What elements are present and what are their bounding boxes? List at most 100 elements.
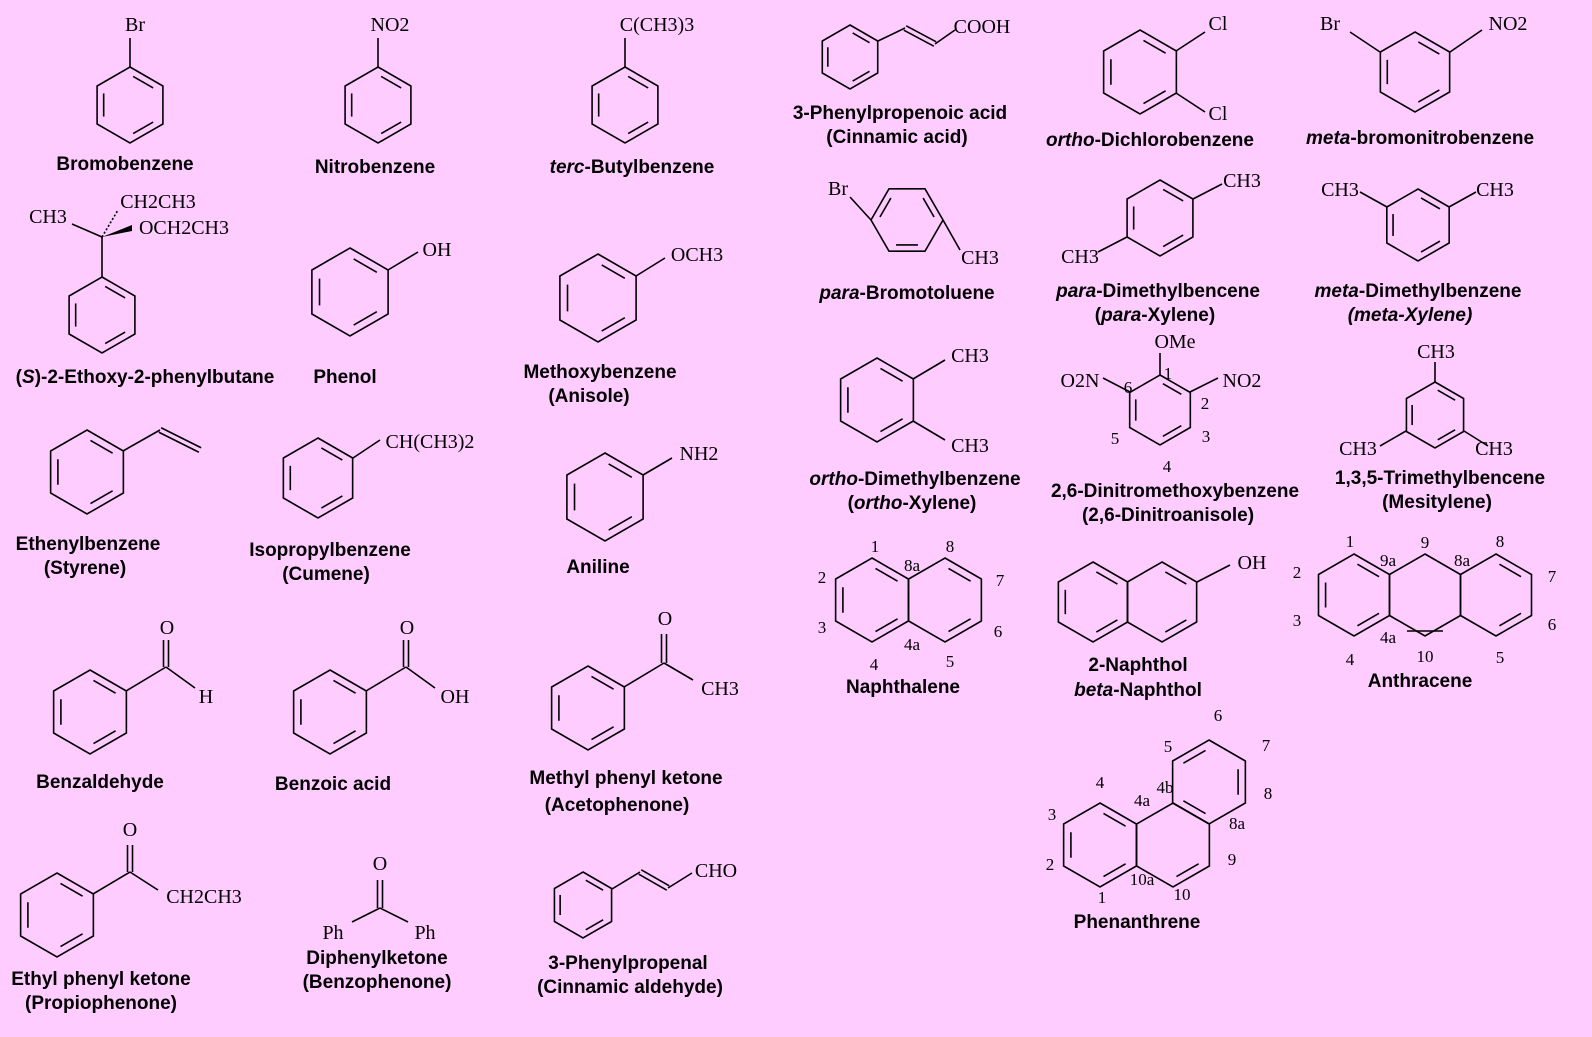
compound: Ethenylbenzene(Styrene) [16, 427, 202, 579]
double-bond-line [1162, 234, 1184, 248]
double-bond-line [1499, 612, 1522, 627]
substituent-label: OCH2CH3 [139, 217, 229, 239]
double-bond-line [601, 317, 626, 332]
locant-number: 5 [1496, 648, 1505, 667]
locant-number: 4 [1096, 773, 1105, 792]
double-bond-line [90, 490, 114, 505]
benzene-ring [292, 669, 368, 755]
single-bond [1359, 191, 1388, 208]
substituent-label: CH3 [951, 345, 989, 367]
compound-name: 3-Phenylpropenal [548, 953, 707, 974]
double-bond-line [1357, 612, 1380, 627]
single-bond [912, 359, 946, 380]
substituent-label: CH(CH3)2 [386, 431, 475, 453]
double-bond-line [1420, 240, 1441, 253]
benzene-ring [566, 452, 644, 542]
locant-number: 2 [1293, 563, 1302, 582]
single-bond [92, 871, 131, 895]
locant-number: 4b [1157, 778, 1174, 797]
double-bond-line [1182, 800, 1206, 815]
single-bond [405, 666, 436, 689]
locant-number: 4a [1134, 791, 1151, 810]
substituent-label: Br [125, 14, 145, 36]
compound-name: 2,6-Dinitromethoxybenzene [1051, 481, 1299, 502]
benzene-ring [1128, 374, 1192, 446]
substituent-label: O [658, 608, 672, 630]
double-bond-line [1420, 197, 1441, 210]
substituent-label: OH [423, 239, 452, 261]
locant-number: 10 [1417, 647, 1434, 666]
double-bond-line [132, 121, 154, 135]
single-bond [1175, 31, 1206, 52]
substituent-label: NO2 [1223, 370, 1262, 392]
benzene-ring [839, 357, 915, 443]
double-bond-line [948, 567, 972, 582]
single-bond [623, 662, 665, 688]
substituent-label: Br [828, 178, 848, 200]
double-bond-line [132, 75, 154, 89]
locant-number: 8a [1229, 814, 1246, 833]
double-bond-line [627, 121, 649, 135]
substituent-label: OH [441, 686, 470, 708]
double-bond-line [1162, 188, 1184, 202]
locant-number: 2 [818, 568, 827, 587]
compound-name: (Cumene) [282, 564, 370, 585]
compound-name: 3-Phenylpropenoic acid [793, 103, 1007, 124]
locant-number: 3 [1293, 611, 1302, 630]
locant-number: 7 [1548, 567, 1557, 586]
double-bond-line [1095, 571, 1118, 585]
benzene-ring [907, 557, 983, 643]
compound-name: Bromobenzene [56, 154, 193, 175]
single-bond [663, 662, 694, 681]
single-bond [1189, 377, 1219, 393]
substituent-label: NH2 [680, 443, 719, 465]
benzene-ring [52, 669, 128, 755]
double-bond [905, 25, 937, 43]
double-bond-line [60, 933, 84, 948]
double-bond-line [1095, 619, 1118, 633]
single-bond [849, 196, 872, 221]
substituent-label: CH3 [29, 206, 67, 228]
locant-number: 2 [1046, 855, 1055, 874]
double-bond [158, 431, 200, 453]
single-bond [942, 219, 961, 251]
substituent-label: O2N [1061, 370, 1100, 392]
locant-number: 4a [904, 635, 921, 654]
substituent-label: Cl [1209, 103, 1228, 125]
compound: CH3CH2CH3OCH2CH3(S)-2-Ethoxy-2-phenylbut… [16, 191, 275, 388]
locant-number: 3 [1048, 805, 1057, 824]
double-bond [160, 427, 202, 449]
benzene-ring [19, 872, 95, 958]
compound-name: (Benzophenone) [303, 972, 452, 993]
benzene-ring [1317, 553, 1391, 637]
compound-name: (Cinnamic acid) [826, 127, 967, 148]
double-bond [638, 873, 668, 891]
double-bond-line [1437, 389, 1456, 401]
locant-number: 8a [904, 556, 921, 575]
double-bond-line [333, 730, 357, 745]
benzene-ring [96, 66, 164, 144]
single-bond [642, 457, 673, 476]
compound-name: 1,3,5-Trimethylbencene [1335, 468, 1545, 489]
double-bond-line [104, 285, 126, 299]
double-bond-line [1143, 39, 1167, 54]
compound-name: Benzoic acid [275, 774, 391, 795]
compound-name: Ethyl phenyl ketone [11, 969, 190, 990]
benzene-ring [834, 557, 910, 643]
compound-name: (Mesitylene) [1382, 492, 1492, 513]
single-bond [1175, 92, 1206, 113]
benzene-ring [1102, 29, 1178, 115]
double-bond-line [380, 121, 402, 135]
double-bond-line [608, 463, 633, 478]
